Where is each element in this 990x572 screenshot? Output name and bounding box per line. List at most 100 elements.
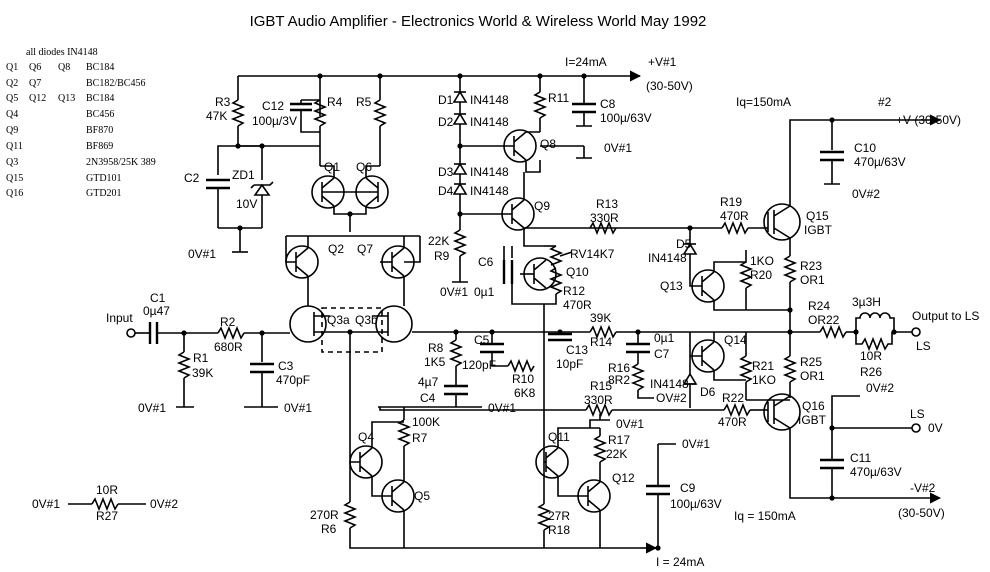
transistor-Q9: Q9 (501, 197, 550, 231)
svg-text:ZD1: ZD1 (232, 168, 255, 182)
svg-text:Q3: Q3 (6, 157, 18, 168)
resistor-R11: R11 (532, 91, 569, 119)
svg-text:39K: 39K (192, 366, 213, 380)
svg-text:Q1: Q1 (6, 62, 18, 73)
zener-ZD1: ZD1 10V (232, 168, 274, 211)
transistor-Q4: Q4 (349, 430, 383, 479)
svg-text:R13: R13 (596, 197, 618, 211)
svg-text:IN4148: IN4148 (650, 377, 689, 391)
svg-text:C10: C10 (854, 141, 876, 155)
svg-text:Q2: Q2 (328, 242, 344, 256)
svg-text:GTD101: GTD101 (86, 173, 122, 184)
parts-row: Q2 Q7 BC182/BC456 (6, 78, 145, 89)
transistor-Q15: Q15 IGBT (763, 203, 833, 241)
svg-text:C1: C1 (150, 291, 166, 305)
capacitor-C12: C12 100µ/3V (252, 99, 312, 128)
top-rail: I=24mA +V#1 (30-50V) (237, 55, 693, 100)
svg-text:C11: C11 (850, 451, 871, 465)
svg-text:Q5: Q5 (414, 489, 430, 503)
diode-D5: D5 IN4148 (648, 237, 698, 265)
resistor-R19: R19 470R (720, 195, 749, 236)
svg-text:R27: R27 (96, 509, 118, 523)
svg-text:R5: R5 (356, 95, 372, 109)
svg-text:R26: R26 (860, 365, 882, 379)
diode-D2: D2 IN4148 (438, 112, 509, 129)
svg-text:100µ/3V: 100µ/3V (252, 114, 297, 128)
capacitor-C2: C2 (184, 171, 230, 190)
diode-D6: IN4148 D6 (650, 372, 716, 399)
i-top-label: I=24mA (565, 55, 607, 69)
svg-text:RV14K7: RV14K7 (570, 247, 615, 261)
svg-text:22K: 22K (606, 447, 627, 461)
resistor-R25: R25 OR1 (782, 355, 825, 383)
svg-text:27R: 27R (548, 509, 570, 523)
output-label: Output to LS (912, 309, 979, 323)
svg-text:470pF: 470pF (276, 373, 310, 387)
output-terminal: Output to LS LS (911, 309, 979, 353)
resistor-R22: R22 470R (718, 391, 751, 429)
svg-text:R4: R4 (327, 95, 343, 109)
capacitor-C5: C5 120pF (462, 333, 504, 372)
resistor-R9: 22K R9 (428, 229, 468, 263)
svg-text:Q8: Q8 (540, 137, 556, 151)
resistor-R1: R1 39K (176, 351, 213, 380)
transistor-Q7: Q7 (357, 242, 415, 279)
diagram-title: IGBT Audio Amplifier - Electronics World… (250, 13, 707, 30)
parts-list: all diodes IN4148 Q1 Q6 Q8 BC184 Q2 Q7 B… (6, 47, 156, 199)
parts-row: Q16 GTD201 (6, 188, 122, 199)
capacitor-C4: 4µ7 C4 (418, 375, 468, 405)
ls-top-label: LS (916, 339, 931, 353)
capacitor-C10: C10 470µ/63V (820, 141, 906, 169)
svg-text:1KO: 1KO (752, 373, 776, 387)
svg-text:10R: 10R (96, 483, 118, 497)
svg-text:R14: R14 (590, 335, 612, 349)
svg-text:IGBT: IGBT (804, 223, 833, 237)
vpos1-label: +V#1 (648, 55, 677, 69)
svg-text:Q11: Q11 (548, 430, 570, 444)
svg-text:Q12: Q12 (612, 471, 635, 485)
resistor-R14: 39K R14 (589, 311, 617, 349)
svg-text:IN4148: IN4148 (470, 93, 509, 107)
diode-D3: D3 IN4148 (438, 162, 509, 179)
svg-text:D4: D4 (438, 184, 454, 198)
svg-text:0µ47: 0µ47 (143, 304, 170, 318)
svg-text:470R: 470R (563, 298, 592, 312)
svg-text:Q6: Q6 (356, 160, 372, 174)
input-terminal: Input (106, 311, 136, 338)
svg-text:BC456: BC456 (86, 109, 114, 120)
pot-RV1: RV14K7 (548, 245, 615, 266)
input-label: Input (106, 311, 133, 325)
svg-text:Q4: Q4 (6, 109, 18, 120)
svg-text:Q11: Q11 (6, 141, 23, 152)
svg-text:4µ7: 4µ7 (418, 375, 439, 389)
svg-text:Q14: Q14 (724, 333, 747, 347)
transistor-Q8: Q8 (503, 129, 556, 163)
transistor-Q16: Q16 IGBT (763, 393, 827, 431)
svg-text:IN4148: IN4148 (470, 115, 509, 129)
svg-text:R8: R8 (428, 341, 444, 355)
svg-text:R17: R17 (608, 433, 630, 447)
svg-text:R16: R16 (608, 361, 630, 375)
svg-text:Q15: Q15 (6, 173, 23, 184)
svg-text:100µ/63V: 100µ/63V (670, 497, 722, 511)
svg-text:1KO: 1KO (750, 254, 774, 268)
vneg2-range: (30-50V) (898, 506, 945, 520)
svg-text:C5: C5 (474, 333, 490, 347)
svg-text:C4: C4 (420, 391, 436, 405)
resistor-R26: 10R R26 (855, 332, 893, 379)
r27-right-label: 0V#2 (150, 497, 178, 511)
ground-label-c6: 0V#1 (440, 285, 468, 299)
iq-top-label: Iq=150mA (736, 95, 791, 109)
resistor-R24: R24 OR22 (808, 299, 847, 340)
ground-label-c11: 0V#2 (866, 381, 894, 395)
resistor-R4: R4 (312, 95, 343, 127)
svg-text:BF870: BF870 (86, 125, 113, 136)
svg-text:Q9: Q9 (6, 125, 18, 136)
resistor-R8: R8 1K5 (424, 339, 464, 369)
svg-text:Q7: Q7 (29, 78, 41, 89)
svg-text:Q13: Q13 (58, 93, 75, 104)
ground-label-c3: 0V#1 (284, 401, 312, 415)
ground-label-c2: 0V#1 (188, 247, 216, 261)
ls-bottom-label: LS (910, 407, 925, 421)
transistor-Q14: Q14 (691, 333, 747, 373)
